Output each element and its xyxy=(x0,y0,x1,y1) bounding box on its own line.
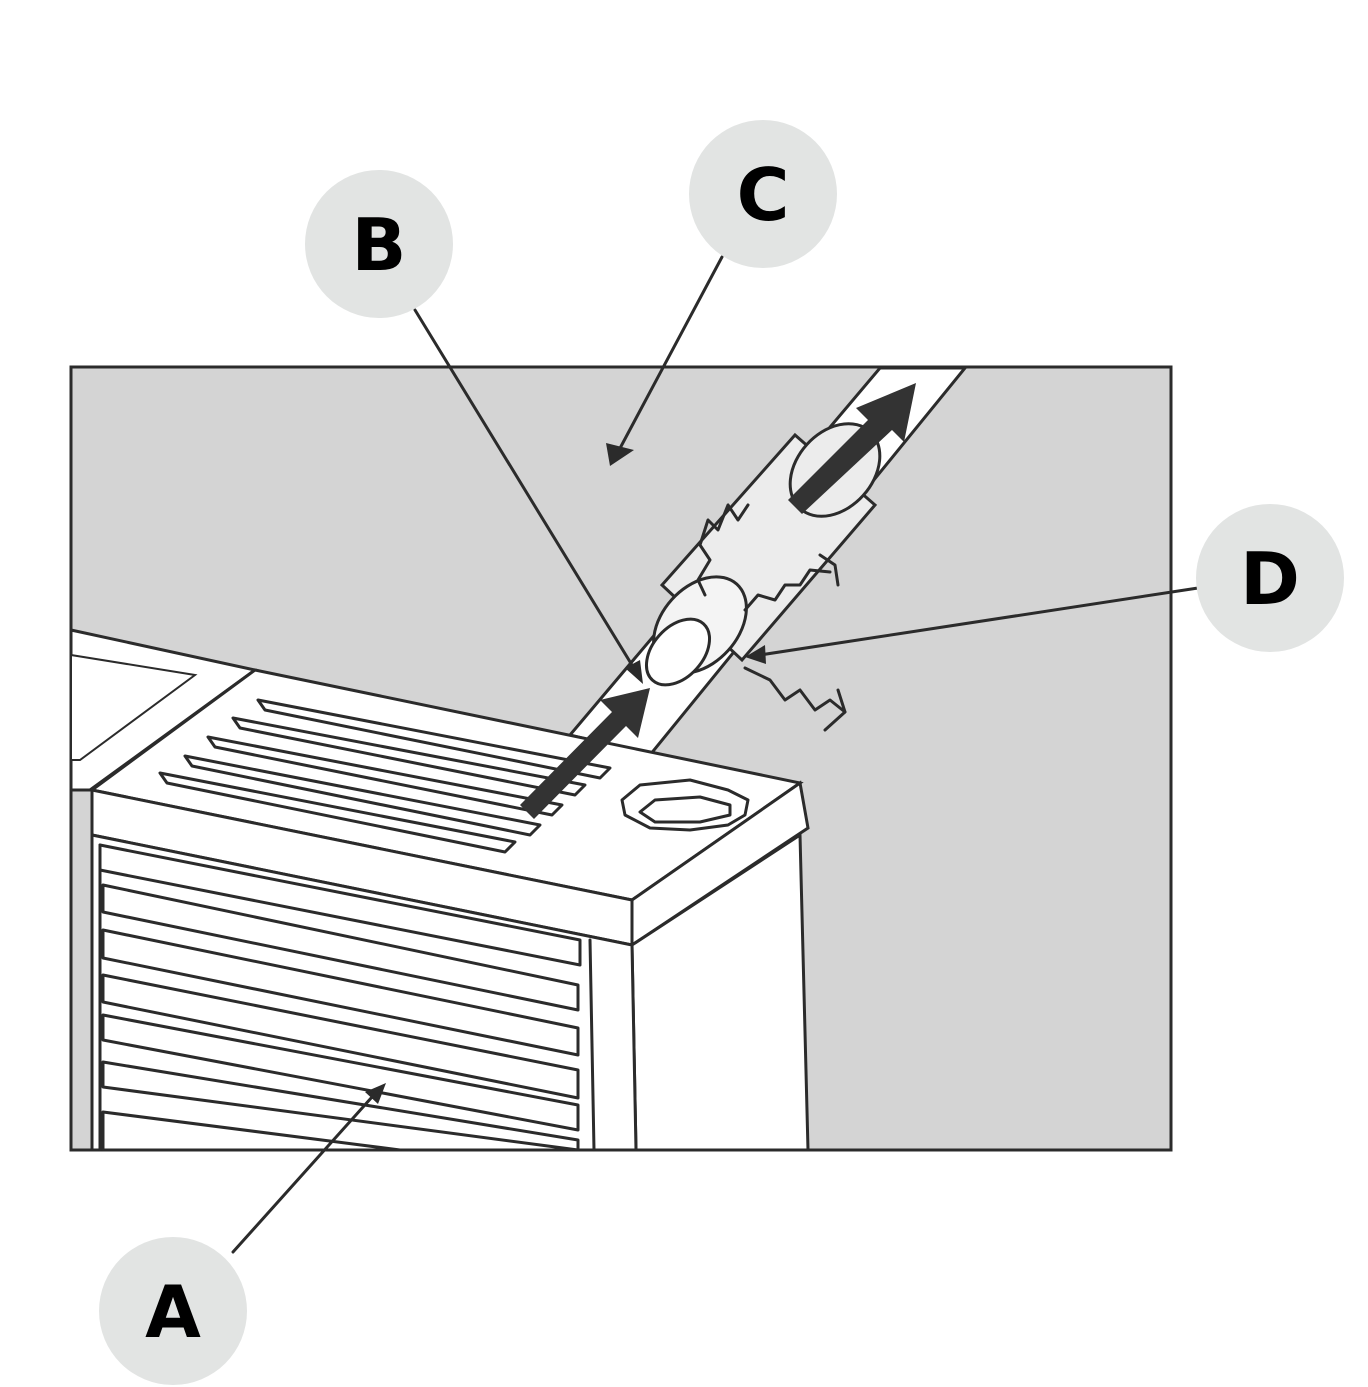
heat-wave-icon xyxy=(696,503,847,732)
callout-a-label: A xyxy=(145,1270,201,1354)
stove-body xyxy=(69,628,810,1152)
callout-d: D xyxy=(1196,504,1344,652)
leader-lines xyxy=(231,255,1200,1254)
callout-b-label: B xyxy=(352,203,407,287)
callout-b: B xyxy=(305,170,453,318)
callout-c-label: C xyxy=(737,153,790,237)
airflow-arrow-icon xyxy=(520,383,916,819)
callout-a: A xyxy=(99,1237,247,1385)
callout-d-label: D xyxy=(1240,537,1300,621)
callout-c: C xyxy=(689,120,837,268)
